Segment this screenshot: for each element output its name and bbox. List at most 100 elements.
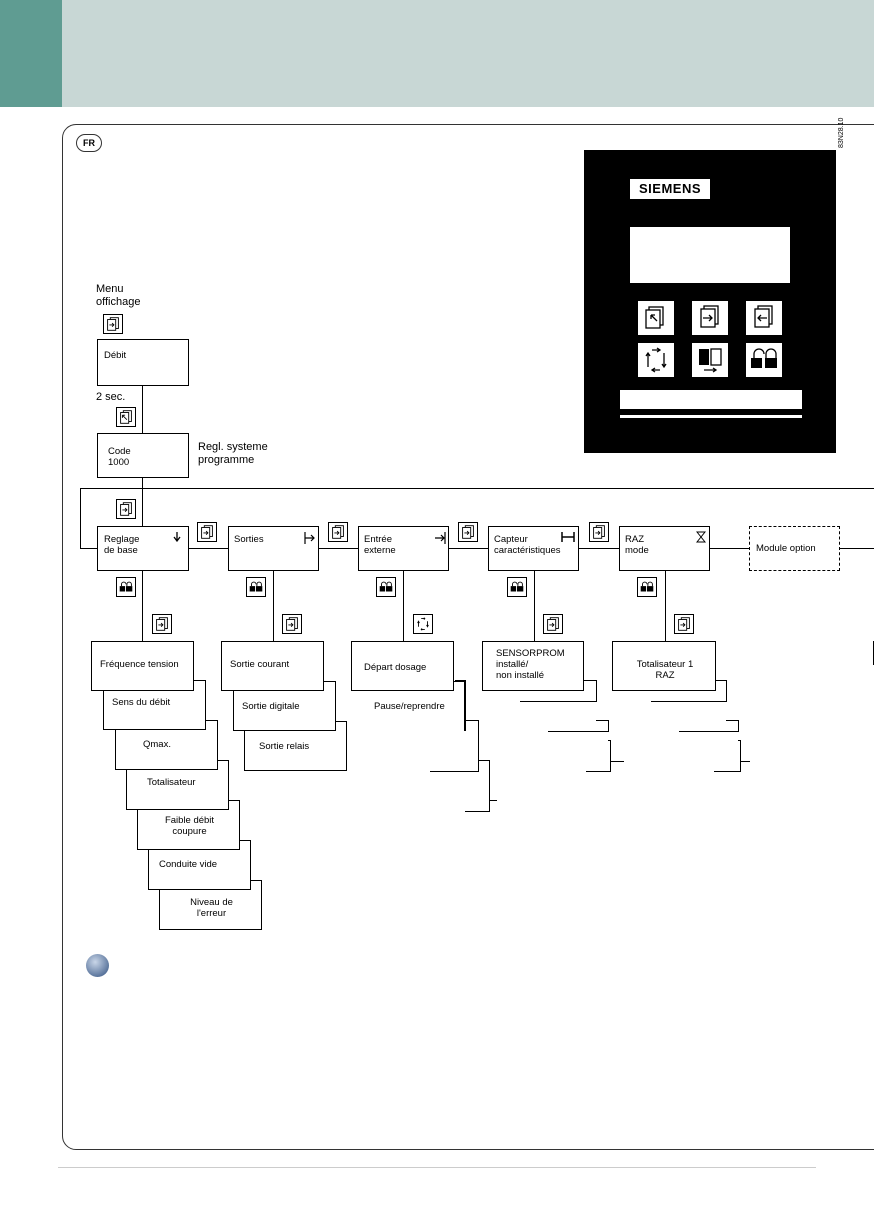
header-bar <box>0 0 874 107</box>
connector-line <box>455 680 465 681</box>
box-conduite-label: Conduite vide <box>159 859 218 870</box>
box-depart[interactable]: Départ dosage <box>351 641 454 691</box>
connector-line <box>608 740 610 741</box>
box-sensorprom-label: SENSORPROM installé/ non installé <box>496 648 565 681</box>
box-debit[interactable]: Débit <box>97 339 189 386</box>
box-debit-label: Débit <box>104 350 127 361</box>
padlock-icon[interactable] <box>376 577 396 597</box>
box-sortie-digitale-label: Sortie digitale <box>242 701 300 712</box>
connector-line <box>448 548 488 549</box>
box-module-option[interactable]: Module option <box>749 526 840 571</box>
connector-line <box>839 548 874 549</box>
siemens-logo: SIEMENS <box>630 179 710 199</box>
page-icon[interactable] <box>103 314 123 334</box>
box-raz[interactable]: RAZ mode <box>619 526 710 571</box>
connector-line <box>489 760 490 812</box>
box-sorties-label: Sorties <box>234 534 264 545</box>
box-qmax-label: Qmax. <box>143 739 171 750</box>
connector-line <box>478 720 479 772</box>
menu-label: Menu offichage <box>96 283 141 308</box>
device-key-page-arrow-icon[interactable] <box>638 301 674 335</box>
padlock-icon[interactable] <box>116 577 136 597</box>
connector-line <box>578 548 619 549</box>
output-arrow-icon <box>304 532 315 544</box>
page-icon[interactable] <box>589 522 609 542</box>
two-sec-label: 2 sec. <box>96 391 126 403</box>
box-totalisateur1-label: Totalisateur 1 RAZ <box>636 659 694 681</box>
box-entree[interactable]: Entrée externe <box>358 526 449 571</box>
page-icon[interactable] <box>197 522 217 542</box>
hourglass-icon <box>696 531 706 543</box>
connector-line <box>715 680 726 681</box>
connector-line <box>709 548 749 549</box>
connector-line <box>465 811 489 812</box>
box-pause-label: Pause/reprendre <box>374 701 445 712</box>
box-depart-label: Départ dosage <box>364 662 427 673</box>
connector-line <box>596 720 608 721</box>
box-code[interactable]: Code 1000 <box>97 433 189 478</box>
device-label-line <box>620 415 802 418</box>
page-icon[interactable] <box>458 522 478 542</box>
connector-line <box>679 731 738 732</box>
box-sensorprom[interactable]: SENSORPROM installé/ non installé <box>482 641 584 691</box>
box-reglage-label: Reglage de base <box>104 534 140 556</box>
padlock-icon[interactable] <box>637 577 657 597</box>
box-sortie-courant[interactable]: Sortie courant <box>221 641 324 691</box>
connector-line <box>608 720 609 732</box>
connector-line <box>726 720 738 721</box>
box-faible-label: Faible débit coupure <box>164 815 215 837</box>
page-icon[interactable] <box>543 614 563 634</box>
page-icon[interactable] <box>328 522 348 542</box>
connector-line <box>520 701 596 702</box>
connector-line <box>80 488 874 489</box>
connector-line <box>651 701 726 702</box>
box-module-label: Module option <box>756 543 816 554</box>
connector-line <box>430 771 478 772</box>
device-display <box>630 227 790 283</box>
device-key-cycle-icon[interactable] <box>638 343 674 377</box>
connector-line <box>465 720 478 721</box>
connector-line <box>586 771 610 772</box>
connector-line <box>714 771 740 772</box>
connector-line <box>583 680 596 681</box>
connector-line <box>738 740 740 741</box>
connector-line <box>478 760 489 761</box>
page-arrow-icon[interactable] <box>116 407 136 427</box>
cycle-icon[interactable] <box>413 614 433 634</box>
page-icon[interactable] <box>282 614 302 634</box>
connector-line <box>738 720 739 732</box>
connector-line <box>80 488 81 549</box>
connector-line <box>534 571 535 641</box>
box-reglage[interactable]: Reglage de base <box>97 526 189 571</box>
box-sorties[interactable]: Sorties <box>228 526 319 571</box>
box-capteur[interactable]: Capteur caractéristiques <box>488 526 579 571</box>
padlock-icon[interactable] <box>507 577 527 597</box>
connector-line <box>318 548 358 549</box>
figure-code: 83N28.10 <box>838 117 845 148</box>
connector-line <box>610 761 624 762</box>
regl-label: Regl. systeme programme <box>198 441 268 466</box>
device-key-page-back-icon[interactable] <box>746 301 782 335</box>
connector-line <box>142 386 143 433</box>
box-sortie-relais-label: Sortie relais <box>259 741 310 752</box>
box-frequence[interactable]: Fréquence tension <box>91 641 194 691</box>
device-label-strip <box>620 390 802 409</box>
connector-line <box>489 800 497 801</box>
box-raz-label: RAZ mode <box>625 534 649 556</box>
connector-line <box>548 731 608 732</box>
arrow-down-icon <box>173 532 181 542</box>
device-key-padlock-icon[interactable] <box>746 343 782 377</box>
page-icon[interactable] <box>674 614 694 634</box>
page-icon[interactable] <box>152 614 172 634</box>
page-icon[interactable] <box>116 499 136 519</box>
connector-line <box>665 571 666 641</box>
connector-line <box>142 571 143 641</box>
device-key-shift-icon[interactable] <box>692 343 728 377</box>
box-totalisateur1[interactable]: Totalisateur 1 RAZ <box>612 641 716 691</box>
connector-line <box>726 680 727 702</box>
box-capteur-label: Capteur caractéristiques <box>494 534 561 556</box>
box-niveau-label: Niveau de l'erreur <box>190 897 233 919</box>
device-key-page-enter-icon[interactable] <box>692 301 728 335</box>
box-entree-label: Entrée externe <box>364 534 396 556</box>
padlock-icon[interactable] <box>246 577 266 597</box>
